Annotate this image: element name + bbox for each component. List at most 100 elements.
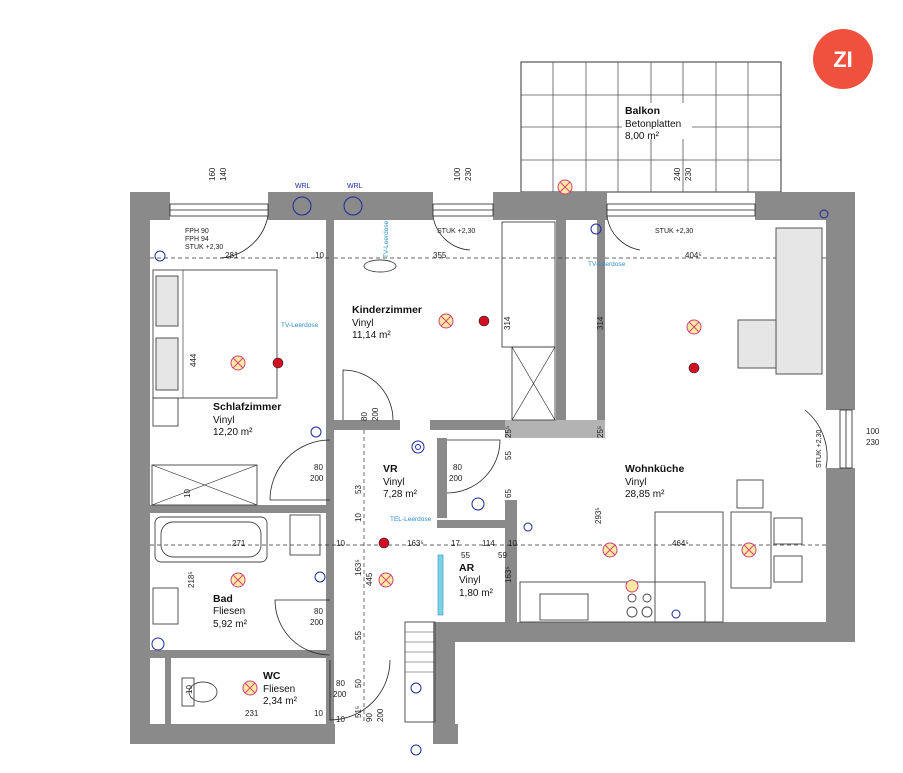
dim-230c: 230 xyxy=(866,438,880,447)
vr-name: VR xyxy=(383,463,398,475)
ar-area: 1,80 m² xyxy=(459,588,494,599)
dim-4645: 464⁵ xyxy=(672,539,689,548)
vr-material: Vinyl xyxy=(383,477,405,488)
balkon-area: 8,00 m² xyxy=(625,131,660,142)
annotations: FPH 90 FPH 94 STUK +2,30 STUK +2,30 STUK… xyxy=(185,183,823,523)
dim-10b: 10 xyxy=(354,513,363,522)
bad-material: Fliesen xyxy=(213,606,245,617)
bad-name: Bad xyxy=(213,593,233,605)
room-wc: WC Fliesen 2,34 m² xyxy=(263,670,298,707)
room-kinderzimmer: Kinderzimmer Vinyl 11,14 m² xyxy=(352,304,422,341)
dim-10d: 10 xyxy=(508,539,517,548)
dim-281: 281 xyxy=(225,251,239,260)
dim-200f: 200 xyxy=(376,708,385,722)
tel-label: TEL-Leerdose xyxy=(390,516,432,523)
dim-100b: 100 xyxy=(866,427,880,436)
balkon-name: Balkon xyxy=(625,105,660,117)
wohnkueche-material: Vinyl xyxy=(625,477,647,488)
logo-text: ZI xyxy=(833,47,853,72)
dim-230b: 230 xyxy=(684,167,693,181)
dim-240: 240 xyxy=(673,167,682,181)
dim-255a: 25⁵ xyxy=(504,426,513,438)
doors xyxy=(219,215,828,721)
dim-10e: 10 xyxy=(183,489,192,498)
wc-material: Fliesen xyxy=(263,684,295,695)
dim-200e: 200 xyxy=(333,690,347,699)
kinderzimmer-name: Kinderzimmer xyxy=(352,304,422,316)
dim-10h: 10 xyxy=(314,709,323,718)
stuk-label-a: STUK +2,30 xyxy=(185,244,223,251)
dim-314b: 314 xyxy=(596,316,605,330)
dim-200b: 200 xyxy=(310,474,324,483)
dim-90: 90 xyxy=(365,713,374,722)
balkon-material: Betonplatten xyxy=(625,119,681,130)
fph90-label: FPH 90 xyxy=(185,228,209,235)
dim-314a: 314 xyxy=(503,316,512,330)
stuk-label-b: STUK +2,30 xyxy=(437,228,475,235)
room-ar: AR Vinyl 1,80 m² xyxy=(459,562,494,599)
dim-1635a: 163⁵ xyxy=(407,539,424,548)
wohnkueche-name: Wohnküche xyxy=(625,463,684,475)
tv-label-a: TV-Leerdose xyxy=(281,322,319,329)
switches xyxy=(151,196,829,756)
dim-255b: 25⁵ xyxy=(596,426,605,438)
room-vr: VR Vinyl 7,28 m² xyxy=(383,463,418,500)
room-schlafzimmer: Schlafzimmer Vinyl 12,20 m² xyxy=(213,401,281,438)
stuk-label-c: STUK +2,30 xyxy=(655,228,693,235)
bad-area: 5,92 m² xyxy=(213,619,248,630)
dim-50: 50 xyxy=(354,679,363,688)
kinderzimmer-area: 11,14 m² xyxy=(352,330,391,341)
dim-444: 444 xyxy=(189,353,198,367)
room-balkon: Balkon Betonplatten 8,00 m² xyxy=(625,105,681,142)
logo: ZI xyxy=(813,29,873,89)
wrl-label-b: WRL xyxy=(347,183,363,190)
dim-100a: 100 xyxy=(453,167,462,181)
dim-10c: 10 xyxy=(336,539,345,548)
dimensions: 160 140 100 230 240 230 281 10 355 404⁵ … xyxy=(183,167,880,724)
wc-name: WC xyxy=(263,670,281,682)
kinderzimmer-material: Vinyl xyxy=(352,318,374,329)
stuk-label-d: STUK +2,30 xyxy=(816,430,823,468)
schlafzimmer-material: Vinyl xyxy=(213,415,235,426)
dim-160: 160 xyxy=(208,167,217,181)
dim-2935: 293⁵ xyxy=(594,507,603,524)
schlafzimmer-area: 12,20 m² xyxy=(213,427,253,438)
balcony xyxy=(520,61,782,193)
dim-515: 51⁵ xyxy=(354,706,363,718)
windows xyxy=(169,203,853,469)
dim-355: 355 xyxy=(433,251,447,260)
ar-name: AR xyxy=(459,562,475,574)
dim-1635b: 163⁵ xyxy=(354,559,363,576)
dim-200a: 200 xyxy=(371,407,380,421)
dim-80b: 80 xyxy=(314,463,323,472)
dim-55a: 55 xyxy=(504,451,513,460)
dim-140: 140 xyxy=(219,167,228,181)
dim-17: 17 xyxy=(451,539,460,548)
dim-2185: 218⁵ xyxy=(187,571,196,588)
fph94-label: FPH 94 xyxy=(185,236,209,243)
dim-200c: 200 xyxy=(449,474,463,483)
dim-4045: 404⁵ xyxy=(685,251,702,260)
dim-10f: 10 xyxy=(185,685,194,694)
dim-80a: 80 xyxy=(360,412,369,421)
internal-walls xyxy=(150,220,605,724)
wohnkueche-area: 28,85 m² xyxy=(625,489,665,500)
dim-80e: 80 xyxy=(336,679,345,688)
room-wohnkueche: Wohnküche Vinyl 28,85 m² xyxy=(625,463,684,500)
dim-10a: 10 xyxy=(315,251,324,260)
ar-material: Vinyl xyxy=(459,575,481,586)
outer-walls xyxy=(130,192,855,744)
dim-1635c: 163⁵ xyxy=(504,566,513,583)
tv-label-c: TV-Leerdose xyxy=(588,261,626,268)
vr-area: 7,28 m² xyxy=(383,489,418,500)
wc-area: 2,34 m² xyxy=(263,696,298,707)
room-bad: Bad Fliesen 5,92 m² xyxy=(213,593,248,630)
tv-label-b: TV-Leerdose xyxy=(383,220,390,258)
dim-55c: 55 xyxy=(354,631,363,640)
dim-231: 231 xyxy=(245,709,259,718)
smoke-detectors xyxy=(272,315,700,549)
light-fixtures xyxy=(230,179,757,696)
dim-10g: 10 xyxy=(336,715,345,724)
dim-200d: 200 xyxy=(310,618,324,627)
